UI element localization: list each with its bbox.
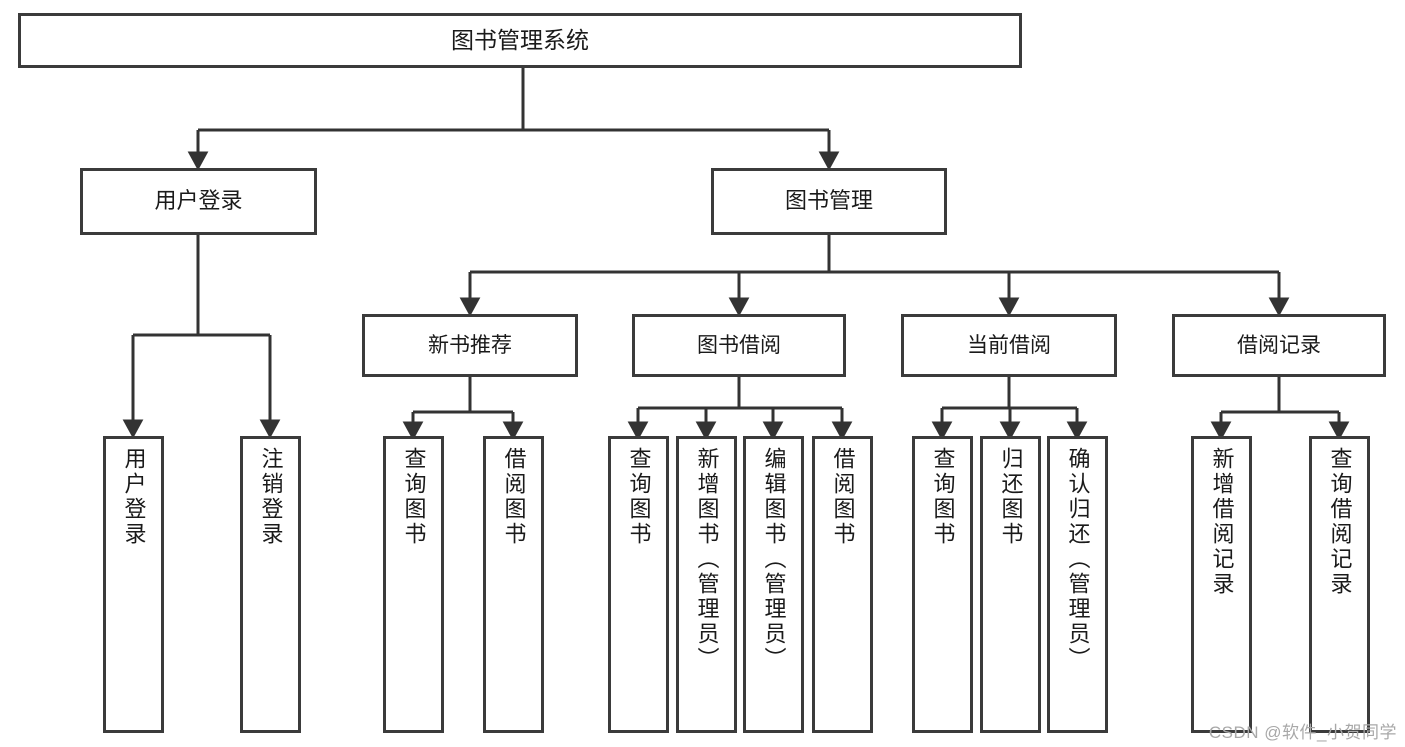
leaf-book-borrow-edit[interactable]: 编辑图书（管理员）	[743, 436, 804, 733]
leaf-label: 查询图书	[930, 447, 956, 547]
leaf-book-borrow-borrow[interactable]: 借阅图书	[812, 436, 873, 733]
leaf-borrow-record-add[interactable]: 新增借阅记录	[1191, 436, 1252, 733]
node-user-login[interactable]: 用户登录	[80, 168, 317, 235]
leaf-current-borrow-query[interactable]: 查询图书	[912, 436, 973, 733]
leaf-current-borrow-return[interactable]: 归还图书	[980, 436, 1041, 733]
leaf-label: 查询图书	[626, 447, 652, 547]
node-root[interactable]: 图书管理系统	[18, 13, 1022, 68]
leaf-label: 查询图书	[401, 447, 427, 547]
leaf-user-login-login[interactable]: 用户登录	[103, 436, 164, 733]
node-book-borrow-label: 图书借阅	[697, 333, 781, 357]
leaf-label: 借阅图书	[830, 447, 856, 547]
node-book-borrow[interactable]: 图书借阅	[632, 314, 846, 377]
leaf-book-borrow-query[interactable]: 查询图书	[608, 436, 669, 733]
node-new-book-recommend[interactable]: 新书推荐	[362, 314, 578, 377]
watermark: CSDN @软件_小贺同学	[1208, 723, 1397, 742]
node-book-manage[interactable]: 图书管理	[711, 168, 947, 235]
leaf-user-login-logout[interactable]: 注销登录	[240, 436, 301, 733]
leaf-label: 新增借阅记录	[1209, 447, 1235, 597]
node-user-login-label: 用户登录	[154, 188, 243, 214]
leaf-label: 借阅图书	[501, 447, 527, 547]
node-current-borrow-label: 当前借阅	[967, 333, 1051, 357]
leaf-new-book-query[interactable]: 查询图书	[383, 436, 444, 733]
node-root-label: 图书管理系统	[451, 26, 589, 53]
leaf-label: 确认归还（管理员）	[1065, 447, 1091, 672]
leaf-book-borrow-add[interactable]: 新增图书（管理员）	[676, 436, 737, 733]
node-borrow-record[interactable]: 借阅记录	[1172, 314, 1386, 377]
leaf-label: 归还图书	[998, 447, 1024, 547]
leaf-label: 注销登录	[258, 447, 284, 547]
leaf-label: 新增图书（管理员）	[694, 447, 720, 672]
leaf-new-book-borrow[interactable]: 借阅图书	[483, 436, 544, 733]
leaf-label: 编辑图书（管理员）	[761, 447, 787, 672]
leaf-label: 查询借阅记录	[1327, 447, 1353, 597]
node-current-borrow[interactable]: 当前借阅	[901, 314, 1117, 377]
leaf-label: 用户登录	[121, 447, 147, 547]
leaf-current-borrow-confirm[interactable]: 确认归还（管理员）	[1047, 436, 1108, 733]
node-new-book-recommend-label: 新书推荐	[428, 333, 512, 357]
leaf-borrow-record-query[interactable]: 查询借阅记录	[1309, 436, 1370, 733]
node-book-manage-label: 图书管理	[784, 188, 873, 214]
node-borrow-record-label: 借阅记录	[1237, 333, 1321, 357]
